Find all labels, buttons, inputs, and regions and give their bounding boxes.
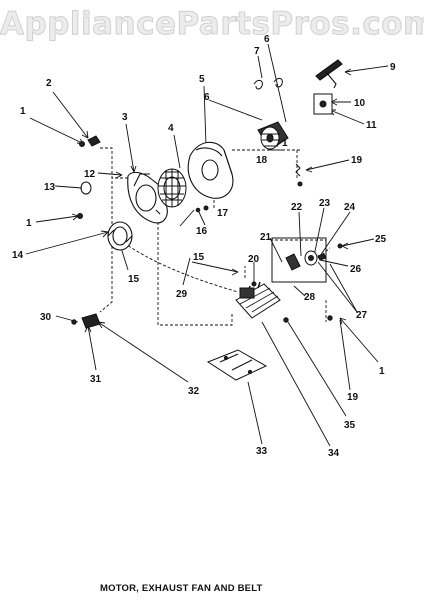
callout-22: 22 xyxy=(291,202,303,213)
part-clip-7 xyxy=(253,77,283,90)
callout-12: 12 xyxy=(84,169,96,180)
callout-26: 26 xyxy=(350,264,362,275)
callout-labels: 1 2 3 4 5 6 6 7 9 10 11 12 13 1 14 15 16… xyxy=(12,34,396,459)
callout-33: 33 xyxy=(256,446,268,457)
part-fan-housing-5 xyxy=(187,141,234,199)
part-clip-2 xyxy=(87,135,101,147)
callout-7: 7 xyxy=(254,46,260,57)
callout-23: 23 xyxy=(319,198,331,209)
callout-19: 19 xyxy=(351,155,363,166)
part-blower-housing-3 xyxy=(127,171,168,224)
callout-15b: 15 xyxy=(193,252,205,263)
callout-27: 27 xyxy=(356,310,368,321)
part-motor-pulley-6 xyxy=(257,121,289,151)
part-exhaust-fan-wheel-4 xyxy=(157,168,187,208)
part-idler-assembly xyxy=(271,237,343,283)
callout-20: 20 xyxy=(248,254,260,265)
part-clip-19 xyxy=(295,163,301,177)
callout-1: 1 xyxy=(20,106,26,117)
part-motor-mount-31 xyxy=(71,313,101,329)
callout-13: 13 xyxy=(44,182,56,193)
leader-lines xyxy=(25,43,389,447)
callout-24: 24 xyxy=(344,202,356,213)
callout-18: 18 xyxy=(256,155,268,166)
callout-2: 2 xyxy=(46,78,52,89)
callout-5: 5 xyxy=(199,74,205,85)
part-ring-13 xyxy=(80,181,92,195)
callout-16: 16 xyxy=(196,226,208,237)
callout-10: 10 xyxy=(354,98,366,109)
callout-14: 14 xyxy=(12,250,24,261)
part-washer-17 xyxy=(195,205,209,213)
callout-1c: 1 xyxy=(282,138,288,149)
part-screw-20 xyxy=(251,281,257,287)
callout-32: 32 xyxy=(188,386,200,397)
part-bracket-10 xyxy=(313,93,333,115)
callout-15: 15 xyxy=(128,274,140,285)
callout-34: 34 xyxy=(328,448,340,459)
callout-30: 30 xyxy=(40,312,52,323)
callout-1d: 1 xyxy=(379,366,385,377)
callout-11: 11 xyxy=(366,120,377,131)
callout-3: 3 xyxy=(122,112,128,123)
watermark-logo: AppliancePartsPros.com xyxy=(0,6,424,43)
diagram-caption: MOTOR, EXHAUST FAN AND BELT xyxy=(100,583,263,594)
callout-35: 35 xyxy=(344,420,356,431)
callout-9: 9 xyxy=(390,62,396,73)
callout-6: 6 xyxy=(204,92,210,103)
callout-28: 28 xyxy=(304,292,316,303)
part-grommet-35 xyxy=(283,317,289,323)
callout-17: 17 xyxy=(217,208,229,219)
callout-21: 21 xyxy=(260,232,272,243)
callout-19b: 19 xyxy=(347,392,359,403)
callout-1b: 1 xyxy=(26,218,32,229)
part-mounting-plate-33 xyxy=(206,349,268,381)
part-inlet-ring-14 xyxy=(107,221,133,251)
callout-31: 31 xyxy=(90,374,102,385)
callout-4: 4 xyxy=(168,123,174,134)
part-idler-arm-9 xyxy=(315,59,343,89)
callout-6b: 6 xyxy=(264,34,270,45)
callout-25: 25 xyxy=(375,234,387,245)
part-motor-base-34 xyxy=(235,281,281,319)
part-screw xyxy=(77,141,333,321)
callout-29: 29 xyxy=(176,289,188,300)
